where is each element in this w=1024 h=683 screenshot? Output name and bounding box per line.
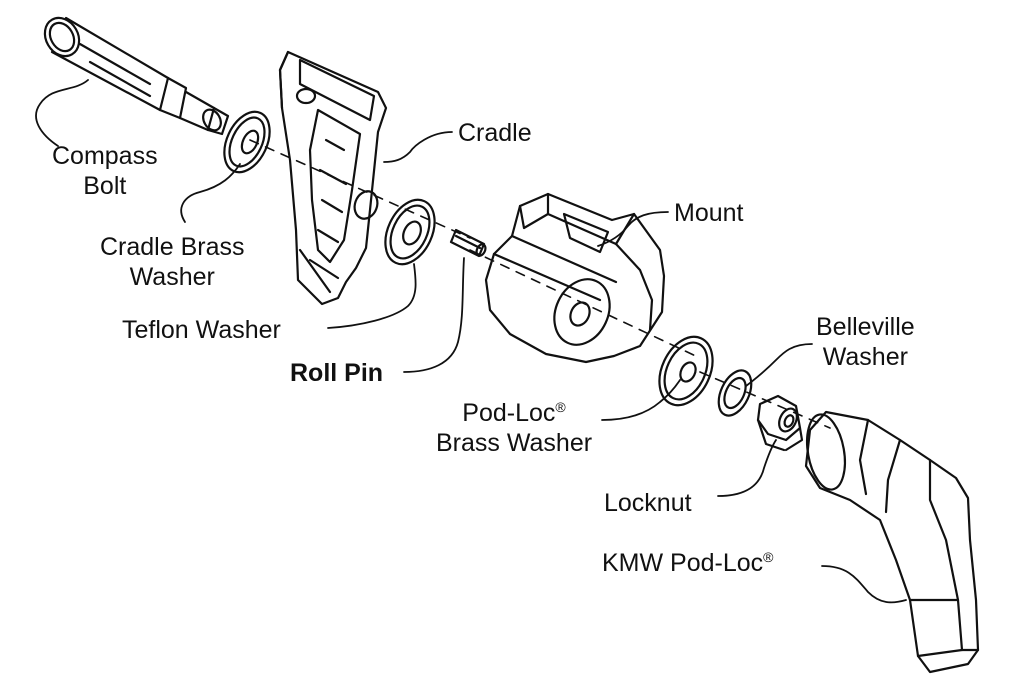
- mount-part: [484, 192, 666, 364]
- leader-cradle: [383, 131, 453, 163]
- leader-roll-pin: [403, 257, 465, 373]
- label-pod-loc-brass-washer-line1: Pod-Loc®: [436, 398, 592, 428]
- label-cradle-brass-washer-line2: Washer: [129, 263, 215, 291]
- leader-locknut: [717, 439, 777, 497]
- leader-belleville-washer: [745, 343, 813, 387]
- label-belleville-washer: Belleville Washer: [816, 312, 915, 372]
- label-cradle: Cradle: [458, 119, 532, 147]
- leader-mount: [597, 211, 669, 247]
- label-compass-bolt-line2: Bolt: [83, 172, 127, 200]
- label-cradle-brass-washer-line1: Cradle Brass: [100, 233, 245, 261]
- label-mount: Mount: [674, 199, 744, 227]
- registered-mark: ®: [555, 399, 566, 415]
- label-roll-pin: Roll Pin: [290, 359, 384, 387]
- label-teflon-washer: Teflon Washer: [122, 316, 281, 344]
- cradle-part: [278, 50, 388, 306]
- teflon-washer-part: [384, 198, 436, 266]
- compass-bolt-part: [43, 16, 230, 136]
- belleville-washer-part: [717, 369, 753, 417]
- cradle-brass-washer-part: [223, 110, 271, 174]
- label-pod-loc-brass-washer: Pod-Loc® Brass Washer: [436, 398, 592, 458]
- kmw-pod-loc-part: [804, 410, 980, 674]
- roll-pin-part: [449, 228, 487, 258]
- leader-lines: [35, 79, 907, 604]
- leader-cradle-brass-washer: [180, 163, 241, 223]
- label-belleville-washer-line1: Belleville: [816, 313, 915, 341]
- label-locknut: Locknut: [604, 489, 692, 517]
- leader-teflon-washer: [327, 263, 417, 329]
- leader-compass-bolt: [35, 79, 89, 147]
- label-belleville-washer-line2: Washer: [822, 343, 908, 371]
- leader-kmw-pod-loc: [821, 565, 907, 604]
- pod-loc-text: Pod-Loc: [462, 399, 556, 427]
- kmw-pod-loc-text: KMW Pod-Loc: [602, 549, 764, 577]
- pod-loc-brass-washer-part: [658, 335, 714, 407]
- registered-mark: ®: [763, 549, 774, 565]
- label-compass-bolt: Compass Bolt: [52, 141, 158, 201]
- label-compass-bolt-line1: Compass: [52, 142, 158, 170]
- leader-pod-loc-brass-washer: [601, 379, 681, 421]
- label-kmw-pod-loc: KMW Pod-Loc®: [602, 548, 774, 578]
- label-pod-loc-brass-washer-line2: Brass Washer: [436, 429, 593, 457]
- label-cradle-brass-washer: Cradle Brass Washer: [100, 232, 245, 292]
- locknut-part: [756, 394, 804, 452]
